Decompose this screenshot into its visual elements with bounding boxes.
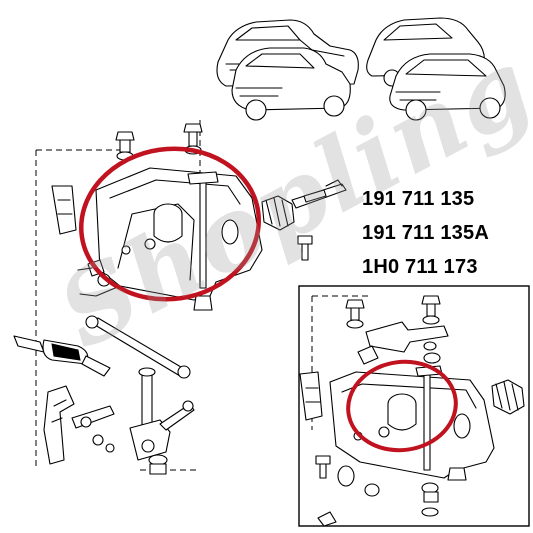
inset-bolt-top-right: [421, 295, 441, 325]
inset-bracket: [299, 365, 495, 481]
inset-detail-view: [298, 285, 530, 527]
inset-lower-hardware: [315, 455, 439, 527]
rubber-coupler: [261, 179, 347, 231]
car-hatchback-small-icon: [366, 17, 506, 121]
bolt-top-left: [115, 131, 135, 161]
lower-lever-assembly: [43, 367, 195, 475]
inset-bolt-top-left: [345, 299, 365, 329]
linkage-rod: [85, 315, 191, 379]
highlight-circle-inset: [346, 359, 458, 453]
bolt-right: [297, 235, 313, 261]
highlight-circle-main: [79, 146, 261, 302]
main-exploded-view: [13, 120, 347, 475]
car-hatchback-icon: [216, 19, 359, 121]
part-number-3: 1H0 711 173: [362, 256, 478, 278]
part-number-1: 191 711 135: [362, 188, 475, 210]
part-number-2: 191 711 135A: [362, 222, 489, 244]
inset-arm-plate: [357, 321, 449, 365]
damper-weight: [13, 335, 111, 377]
inset-rubber-coupler: [491, 379, 525, 415]
